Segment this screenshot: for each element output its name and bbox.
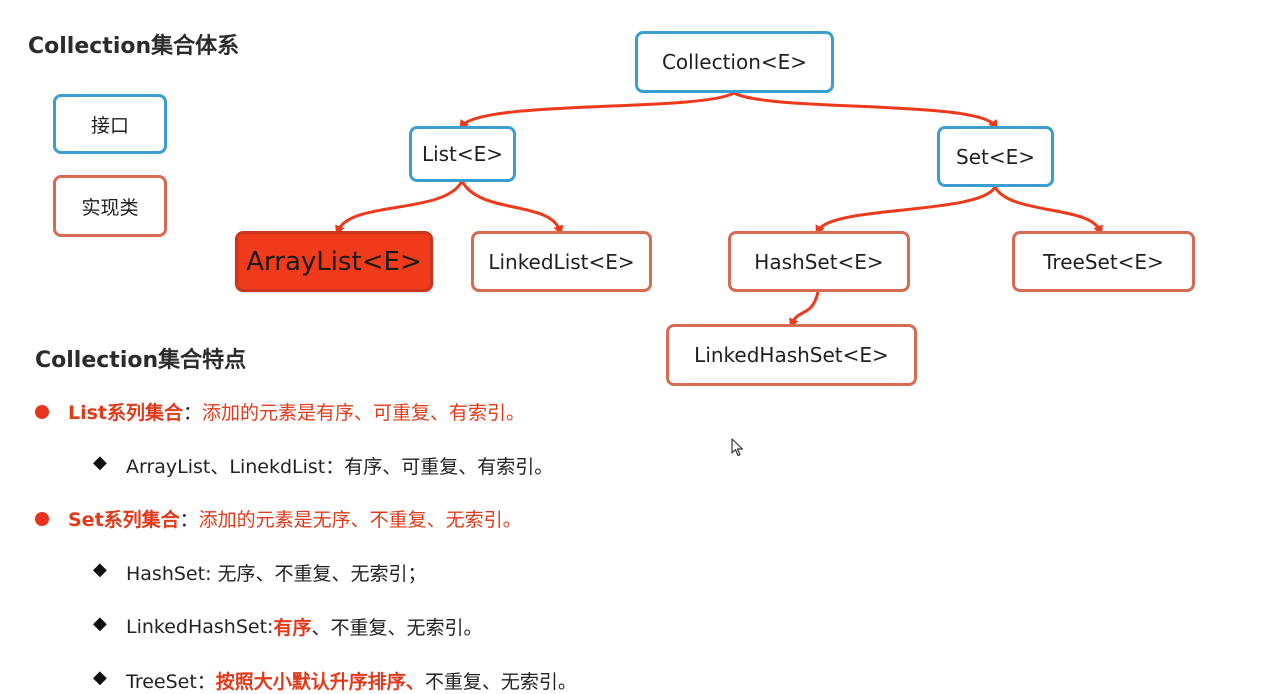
edge-hashset-linkedhashset (789, 291, 820, 329)
legend-impl-box: 实现类 (53, 175, 167, 237)
node-hashset: HashSet<E> (728, 231, 910, 292)
feature-set: Set系列集合 ： 添加的元素是无序、不重复、无索引。 (68, 505, 522, 532)
diamond-bullet-icon: ◆ (93, 559, 107, 580)
set-bullet-dot (35, 512, 49, 526)
node-arraylist-label: ArrayList<E> (246, 246, 422, 277)
node-list: List<E> (409, 126, 516, 182)
legend-interface-box: 接口 (53, 94, 167, 154)
feature-set-desc: 添加的元素是无序、不重复、无索引。 (198, 509, 522, 531)
feature-hashset-text: HashSet: 无序、不重复、无索引； (126, 563, 427, 585)
node-linkedhashset: LinkedHashSet<E> (666, 324, 917, 386)
node-linkedhashset-label: LinkedHashSet<E> (694, 343, 889, 367)
edge-list-linkedlist (460, 180, 564, 236)
feature-treeset-emph: 按照大小默认升序排序、 (215, 671, 425, 693)
node-linkedlist-label: LinkedList<E> (488, 249, 635, 274)
diamond-bullet-icon: ◆ (93, 613, 107, 634)
legend-impl-label: 实现类 (81, 196, 139, 219)
features-title: Collection集合特点 (35, 348, 247, 373)
feature-set-label: Set系列集合 (68, 509, 180, 531)
feature-list-sub: ArrayList、LinekdList：有序、可重复、有索引。 (126, 452, 553, 479)
feature-list-sub-text: ArrayList、LinekdList：有序、可重复、有索引。 (126, 456, 554, 478)
feature-treeset-rest: 不重复、无索引。 (424, 671, 577, 693)
system-title: Collection集合体系 (28, 34, 240, 59)
edge-collection-list (459, 91, 735, 131)
node-set: Set<E> (937, 126, 1054, 187)
feature-treeset: TreeSet： 按照大小默认升序排序、 不重复、无索引。 (126, 667, 577, 694)
feature-set-sep: ： (179, 509, 199, 531)
node-arraylist: ArrayList<E> (235, 231, 433, 292)
edge-collection-set (733, 91, 998, 131)
edge-set-treeset (993, 186, 1103, 236)
node-treeset-label: TreeSet<E> (1043, 249, 1164, 274)
feature-linkedhashset-prefix: LinkedHashSet: (126, 615, 274, 638)
node-collection-label: Collection<E> (661, 50, 808, 74)
feature-list-desc: 添加的元素是有序、可重复、有索引。 (202, 402, 526, 424)
feature-linkedhashset-emph: 有序 (273, 617, 312, 639)
node-treeset: TreeSet<E> (1012, 231, 1195, 292)
legend-interface-label: 接口 (90, 114, 129, 137)
node-hashset-label: HashSet<E> (754, 249, 884, 274)
feature-list: List系列集合 ： 添加的元素是有序、可重复、有索引。 (68, 398, 525, 425)
mouse-pointer-icon (731, 438, 744, 457)
feature-list-label: List系列集合 (68, 402, 184, 424)
list-bullet-dot (35, 405, 49, 419)
node-list-label: List<E> (421, 142, 504, 166)
feature-linkedhashset: LinkedHashSet: 有序 、不重复、无索引。 (126, 613, 483, 640)
feature-linkedhashset-rest: 、不重复、无索引。 (311, 617, 483, 639)
feature-list-sep: ： (183, 402, 203, 424)
node-linkedlist: LinkedList<E> (471, 231, 652, 292)
diamond-bullet-icon: ◆ (93, 452, 107, 473)
edge-list-arraylist (335, 180, 464, 236)
diamond-bullet-icon: ◆ (93, 667, 107, 688)
feature-hashset: HashSet: 无序、不重复、无索引； (126, 559, 427, 586)
edge-set-hashset (815, 186, 997, 236)
feature-treeset-prefix: TreeSet： (126, 671, 216, 693)
node-set-label: Set<E> (956, 144, 1035, 169)
node-collection: Collection<E> (635, 31, 834, 93)
